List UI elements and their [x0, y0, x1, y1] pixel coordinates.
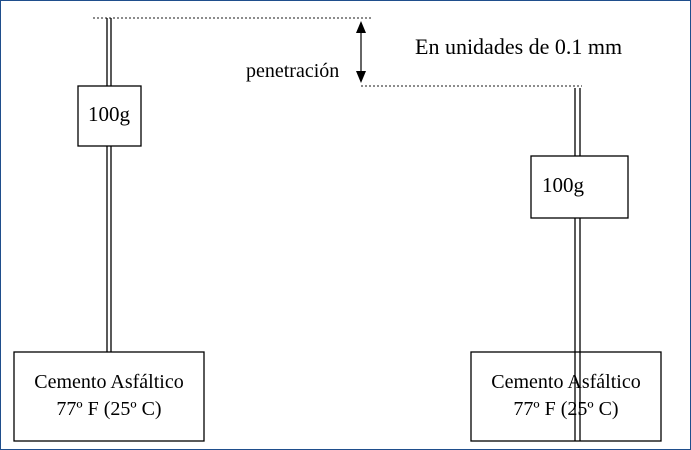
left-needle	[106, 18, 112, 352]
penetration-label: penetración	[246, 60, 340, 82]
left-base-temperature: 77º F (25º C)	[56, 398, 162, 420]
penetration-arrow	[356, 21, 366, 83]
units-label: En unidades de 0.1 mm	[415, 34, 623, 59]
left-weight-label: 100g	[88, 102, 130, 126]
left-base-material: Cemento Asfáltico	[34, 371, 184, 393]
left-base-label: Cemento Asfáltico 77º F (25º C)	[14, 369, 204, 423]
right-needle	[574, 88, 581, 441]
left-base-box	[13, 351, 205, 442]
left-weight-box	[77, 85, 142, 147]
right-base-label: Cemento Asfáltico 77º F (25º C)	[471, 369, 661, 423]
right-base-box	[470, 351, 662, 442]
right-weight-label: 100g	[542, 173, 584, 197]
right-base-material: Cemento Asfáltico	[491, 371, 641, 393]
right-base-temperature: 77º F (25º C)	[513, 398, 619, 420]
